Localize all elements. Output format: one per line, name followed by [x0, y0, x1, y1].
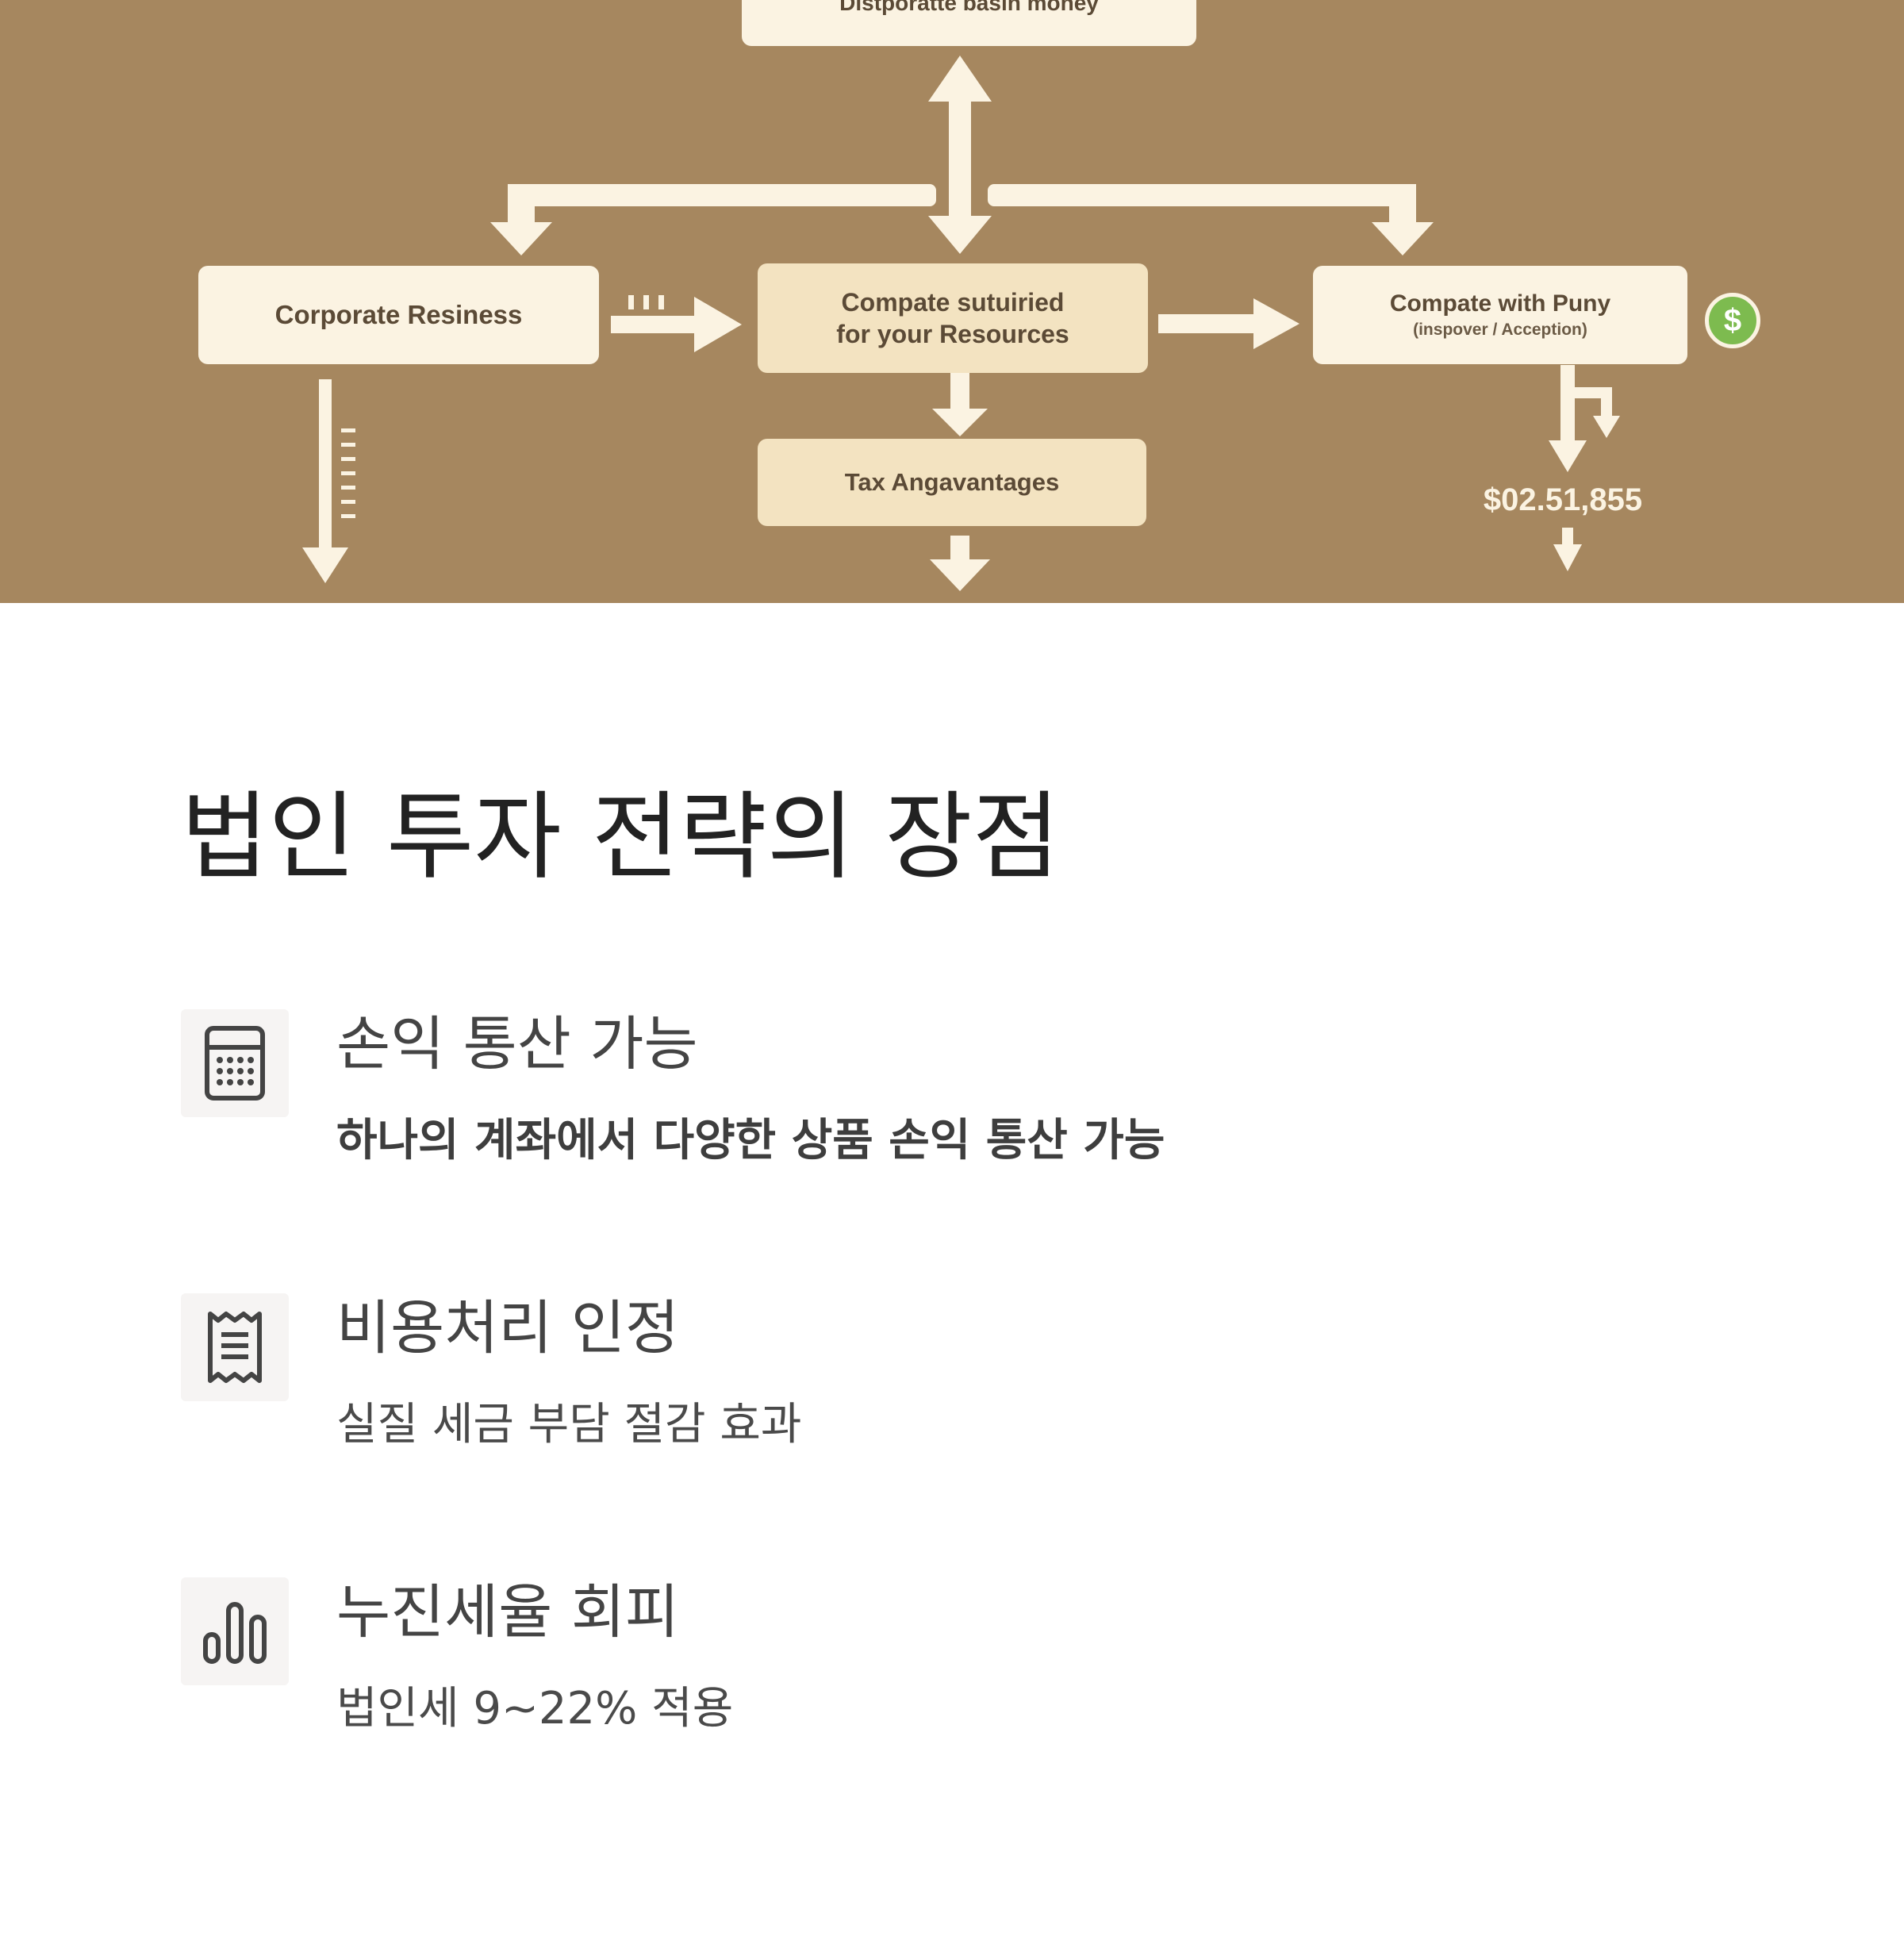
top-node: Distporatte basin money — [742, 0, 1196, 46]
right-node: Compate with Puny (inspover / Acception) — [1313, 266, 1687, 364]
feature-description: 법인세 9~22% 적용 — [336, 1683, 734, 1734]
top-node-label: Distporatte basin money — [839, 0, 1099, 15]
center-node-line1: Compate sutuiried — [841, 288, 1065, 317]
bottom-node: Tax Angavantages — [758, 439, 1146, 526]
feature-expense-recognition: 비용처리 인정 실질 세금 부담 절감 효과 — [181, 1293, 1688, 1500]
bar-chart-icon — [181, 1577, 289, 1685]
feature-title: 손익 통산 가능 — [336, 1010, 698, 1078]
hero-diagram: Distporatte basin money Corporate Resine… — [0, 0, 1904, 603]
left-node-label: Corporate Resiness — [274, 300, 523, 329]
dollar-icon: $ — [1705, 293, 1760, 348]
feature-description: 하나의 계좌에서 다양한 상품 손익 통산 가능 — [336, 1115, 1165, 1166]
section-title: 법인 투자 전략의 장점 — [181, 782, 1061, 893]
feature-loss-offset: 손익 통산 가능 하나의 계좌에서 다양한 상품 손익 통산 가능 — [181, 1009, 1688, 1216]
left-node: Corporate Resiness — [198, 266, 599, 364]
diagram-arrows — [302, 56, 1620, 591]
feature-title: 누진세율 회피 — [336, 1578, 680, 1646]
calculator-icon — [181, 1009, 289, 1117]
amount-label: $02.51,855 — [1483, 482, 1643, 517]
feature-progressive-tax: 누진세율 회피 법인세 9~22% 적용 — [181, 1577, 1688, 1784]
right-node-sublabel: (inspover / Acception) — [1413, 321, 1587, 339]
right-node-label: Compate with Puny — [1389, 290, 1611, 317]
center-node-line2: for your Resources — [836, 320, 1069, 348]
feature-title: 비용처리 인정 — [336, 1294, 680, 1362]
receipt-icon — [181, 1293, 289, 1401]
feature-description: 실질 세금 부담 절감 효과 — [336, 1399, 802, 1450]
bottom-node-label: Tax Angavantages — [844, 468, 1060, 496]
center-node: Compate sutuiried for your Resources — [758, 263, 1148, 373]
